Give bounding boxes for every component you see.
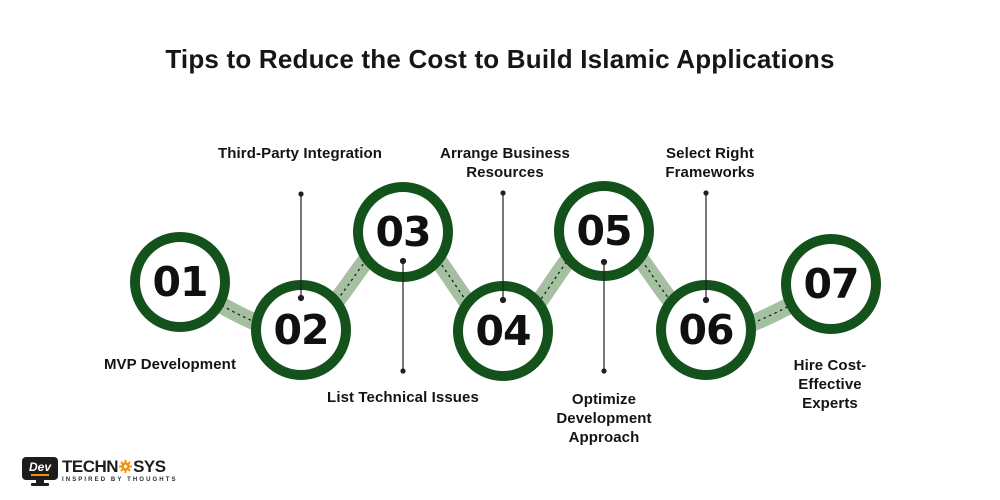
step-1-circle: 01 [130, 232, 230, 332]
step-6-label: Select Right Frameworks [665, 145, 755, 182]
connector-dot [601, 368, 607, 374]
connector-dot [500, 190, 506, 196]
step-7-circle: 07 [781, 234, 881, 334]
monitor-icon: Dev [20, 454, 60, 488]
step-3-number: 03 [375, 208, 431, 256]
step-3-circle: 03 [353, 182, 453, 282]
step-1-number: 01 [152, 258, 208, 306]
step-5-number: 05 [576, 207, 632, 255]
gear-icon [119, 460, 133, 473]
logo-device-text: Dev [28, 460, 51, 474]
step-2-circle: 02 [251, 280, 351, 380]
step-7-label: Hire Cost- Effective Experts [793, 357, 867, 413]
step-6-number: 06 [678, 306, 734, 354]
step-4-circle: 04 [453, 281, 553, 381]
step-1-label: MVP Development [103, 356, 237, 373]
step-2-label: Third-Party Integration [218, 145, 382, 162]
logo-brand-suffix: SYS [133, 457, 166, 476]
logo-tagline: INSPIRED BY THOUGHTS [62, 477, 178, 483]
step-5-label: Optimize Development Approach [556, 391, 652, 447]
connector-dot [703, 190, 709, 196]
page-title: Tips to Reduce the Cost to Build Islamic… [165, 44, 835, 74]
devtechnosys-logo: Dev TECHN SYS [20, 454, 178, 488]
logo-brand-prefix: TECHN [62, 457, 119, 476]
step-2-number: 02 [273, 306, 329, 354]
connector-dot [298, 191, 304, 197]
step-7-number: 07 [803, 260, 859, 308]
step-6-circle: 06 [656, 280, 756, 380]
connector-dot [400, 368, 406, 374]
step-3-label: List Technical Issues [327, 389, 479, 406]
step-5-circle: 05 [554, 181, 654, 281]
step-4-number: 04 [475, 307, 531, 355]
step-4-label: Arrange Business Resources [440, 145, 570, 182]
